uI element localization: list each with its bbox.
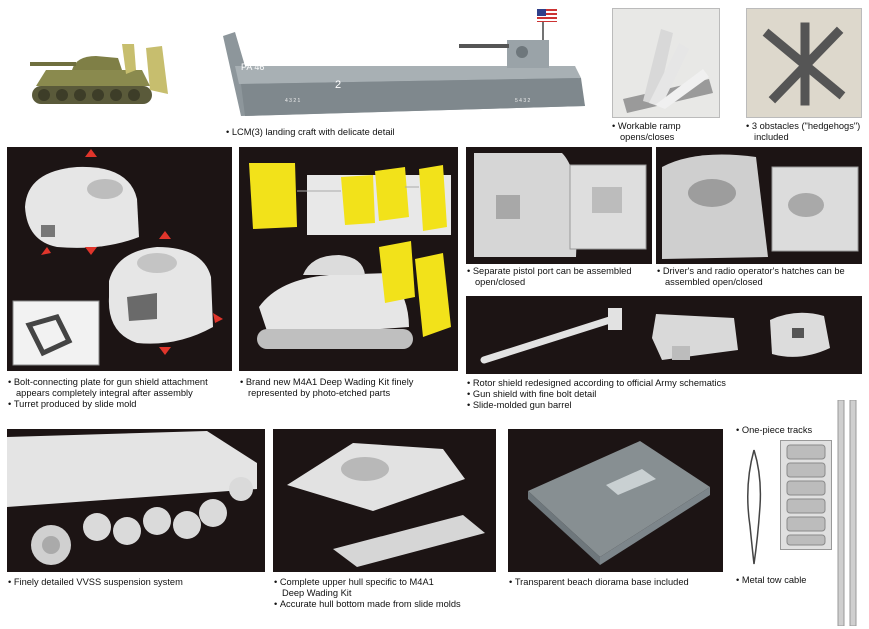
diorama-base-illustration [528,441,710,565]
tow-cable-caption: Metal tow cable [736,575,807,586]
tow-cable [740,446,770,568]
track-strip-icon [837,400,857,626]
wading-kit-panel [239,147,458,371]
upper-hull-panel [273,429,496,572]
upper-hull-illustration [287,443,485,567]
hedgehogs-caption: 3 obstacles ("hedgehogs") included [746,121,860,143]
hull-number: 2 [335,79,341,91]
ramp-illustration [623,29,713,113]
track-link-illustration [786,444,826,546]
rotor-shield-illustration [480,308,830,364]
tank-side-illustration [30,44,168,104]
pistol-port-illustration [474,153,647,257]
rotor-shield-panel [466,296,862,374]
tracks-detail [780,440,832,550]
hatches-caption: Driver's and radio operator's hatches ca… [657,266,845,288]
landing-craft-illustration: PA 46 2 4 3 2 1 5 4 3 2 [223,9,585,116]
tracks-caption: One-piece tracks [736,425,812,436]
ramp-caption: Workable ramp opens/closes [612,121,681,143]
diorama-base-caption: Transparent beach diorama base included [509,577,689,588]
turret-panel [7,147,232,371]
bow-numbers-left: 4 3 2 1 [285,98,301,104]
hedgehogs-thumbnail [746,8,862,118]
diorama-base-panel [508,429,723,572]
hedgehog-obstacle-illustration [762,22,846,106]
tow-cable-icon [747,449,762,565]
wading-kit-illustration [249,163,451,349]
track-strips [836,400,860,626]
wading-kit-caption: Brand new M4A1 Deep Wading Kit finely re… [240,377,414,399]
suspension-panel [7,429,265,572]
landing-craft-image: PA 46 2 4 3 2 1 5 4 3 2 [215,6,595,126]
rotor-shield-caption: Rotor shield redesigned according to off… [467,378,726,411]
us-flag-icon [537,9,557,22]
turret-illustration [12,149,223,366]
suspension-illustration [7,431,257,565]
pistol-port-panel [466,147,652,264]
ramp-thumbnail [612,8,720,118]
hatches-panel [656,147,862,264]
bow-numbers-right: 5 4 3 2 [515,98,531,104]
movement-arrows-icon [41,149,223,355]
suspension-caption: Finely detailed VVSS suspension system [8,577,183,588]
pistol-port-caption: Separate pistol port can be assembled op… [467,266,632,288]
landing-craft-caption: LCM(3) landing craft with delicate detai… [226,127,395,138]
hull-marking: PA 46 [241,62,264,72]
upper-hull-caption: Complete upper hull specific to M4A1 Dee… [274,577,461,610]
turret-caption: Bolt-connecting plate for gun shield att… [8,377,208,410]
tank-wading-thumbnail [22,34,182,114]
hatches-illustration [662,154,859,259]
